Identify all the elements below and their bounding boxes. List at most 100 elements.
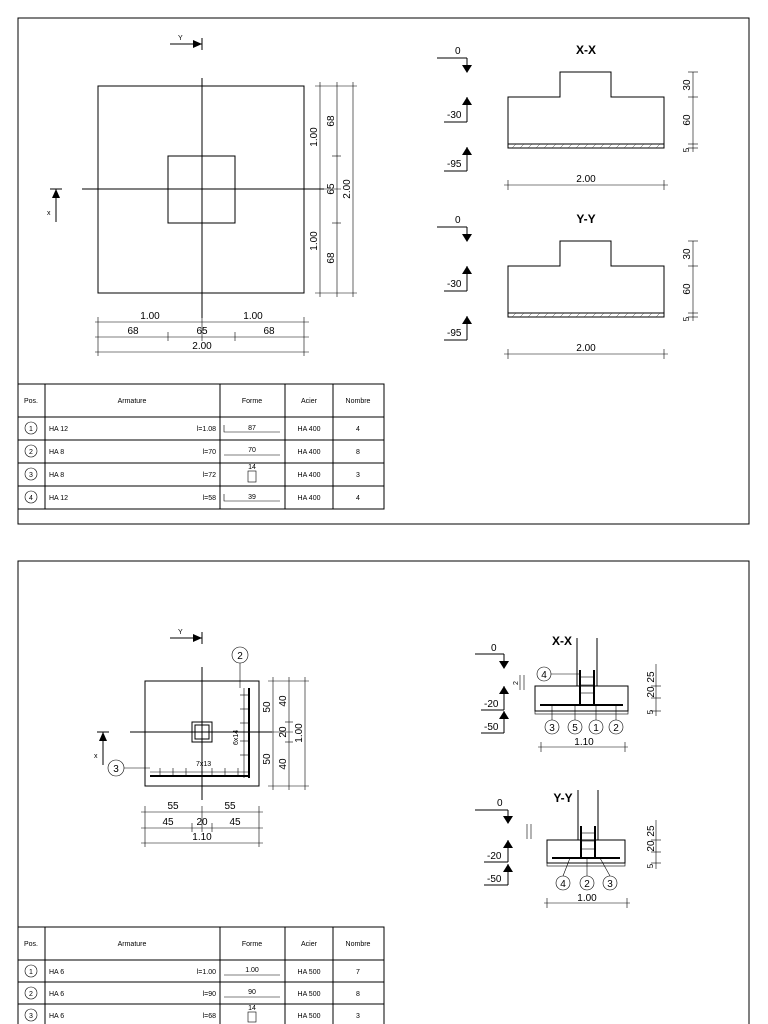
table-header: Pos. (24, 941, 38, 948)
section-dim-width: 2.00 (504, 343, 668, 359)
level-marker-top: 0 (475, 798, 513, 824)
callout-label: 2 (237, 651, 243, 662)
sheet-1-plan: Y x 1.00 1.00 68 6 (47, 35, 357, 356)
armature-type: HA 8 (49, 472, 64, 479)
section-title: X-X (552, 634, 572, 648)
dim-label: 1.00 (577, 893, 597, 904)
table-header: Forme (242, 398, 262, 405)
sheet-1-section-xx: X-X 0 -30 -95 (437, 43, 698, 190)
armature-length: l=1.00 (197, 969, 216, 976)
section-title: X-X (576, 43, 596, 57)
sheet-1-frame (17, 17, 750, 525)
dim-right-part-top: 68 (326, 115, 337, 127)
armature-length: l=68 (203, 1013, 217, 1020)
table-row: 3 HA 8 l=72 14 HA 400 3 (24, 464, 360, 483)
table-header: Acier (301, 398, 318, 405)
level-label: 0 (455, 46, 461, 57)
dim-label: 20 (646, 840, 657, 852)
level-label: 0 (491, 643, 497, 654)
axis-label-y: Y (178, 629, 183, 636)
pos-number: 1 (29, 426, 33, 433)
dim-bottom-half-left: 1.00 (140, 311, 160, 322)
footing-section (546, 839, 626, 864)
level-marker-mid: -20 (481, 686, 509, 711)
dim-bottom-half-left: 55 (167, 801, 179, 812)
axis-label-x: x (94, 753, 98, 760)
level-label: -50 (484, 722, 499, 733)
steel-grade: HA 400 (298, 449, 321, 456)
level-marker-mid: -30 (444, 97, 472, 123)
rebar-schedule-table: Pos. Armature Forme Acier Nombre 1 HA 12… (17, 383, 385, 510)
dim-bottom-half-right: 1.00 (243, 311, 263, 322)
dim-bottom-part-right: 68 (263, 326, 275, 337)
dim-right-total: 2.00 (342, 179, 353, 199)
level-label: -30 (447, 110, 462, 121)
bar-count: 3 (356, 472, 360, 479)
level-label: -95 (447, 328, 462, 339)
blinding-layer (507, 312, 665, 318)
armature-type: HA 6 (49, 1013, 64, 1020)
bar-label-row: 7x13 (196, 761, 211, 768)
dim-right-half-top: 50 (262, 701, 273, 713)
table-header: Pos. (24, 398, 38, 405)
sheet-2-frame (17, 560, 750, 1024)
small-dim-label: 2 (513, 681, 520, 685)
footing-section (534, 685, 629, 712)
sheet-2-section-yy: Y-Y 0 -20 -50 (475, 790, 661, 908)
bar-count: 4 (356, 426, 360, 433)
dim-right-half-bottom: 50 (262, 753, 273, 765)
pos-number: 4 (29, 495, 33, 502)
level-label: -20 (487, 851, 502, 862)
dim-label: 25 (646, 671, 657, 683)
level-label: -20 (484, 699, 499, 710)
dim-right-part-bottom: 68 (326, 252, 337, 264)
bar-count: 3 (356, 1013, 360, 1020)
rebar-schedule-table: Pos. Armature Forme Acier Nombre 1 HA 6 … (17, 926, 385, 1024)
dim-right-half-top: 1.00 (309, 127, 320, 147)
table-row: 3 HA 6 l=68 14 HA 500 3 (24, 1005, 360, 1023)
level-marker-bottom: -50 (484, 864, 513, 886)
steel-grade: HA 400 (298, 472, 321, 479)
dim-bottom-half-right: 55 (224, 801, 236, 812)
bar-ticks (159, 694, 249, 776)
section-dim-width: 1.00 (544, 893, 630, 908)
section-dim-right: 30 60 5 (682, 240, 698, 321)
pos-number: 3 (29, 472, 33, 479)
dim-label: 30 (682, 248, 693, 260)
level-marker-mid: -30 (444, 266, 472, 292)
level-marker-top: 0 (437, 46, 472, 73)
steel-grade: HA 500 (298, 969, 321, 976)
dim-bottom-total: 2.00 (192, 341, 212, 352)
bar-shape-icon (223, 425, 280, 433)
stirrup-shape-icon (247, 470, 257, 483)
pos-number: 2 (29, 449, 33, 456)
level-marker-top: 0 (437, 215, 472, 242)
armature-length: l=90 (203, 991, 217, 998)
table-header: Acier (301, 941, 318, 948)
dim-label: 1.10 (574, 737, 594, 748)
section-title: Y-Y (553, 791, 572, 805)
table-row: 2 HA 8 l=70 70 HA 400 8 (24, 444, 360, 458)
pos-number: 3 (29, 1013, 33, 1020)
bar-label-col: 6x14 (233, 730, 240, 745)
bar-count: 7 (356, 969, 360, 976)
bar-count: 8 (356, 991, 360, 998)
table-header: Armature (118, 941, 147, 948)
callout-label: 3 (549, 723, 555, 734)
dim-bottom-part-mid: 65 (196, 326, 208, 337)
callout-label: 2 (584, 879, 590, 890)
dim-bottom-part-left: 45 (162, 817, 174, 828)
armature-type: HA 12 (49, 495, 68, 502)
table-header: Nombre (346, 941, 371, 948)
section-dim-width: 1.10 (538, 737, 628, 752)
table-row: 1 HA 12 l=1.08 87 HA 400 4 (24, 421, 360, 435)
armature-length: l=1.08 (197, 426, 216, 433)
section-arrow-x: x (94, 731, 109, 765)
callout-label: 1 (593, 723, 599, 734)
callout-label: 4 (541, 670, 547, 681)
level-label: -50 (487, 874, 502, 885)
dim-label: 60 (682, 283, 693, 295)
table-header: Forme (242, 941, 262, 948)
bar-count: 8 (356, 449, 360, 456)
